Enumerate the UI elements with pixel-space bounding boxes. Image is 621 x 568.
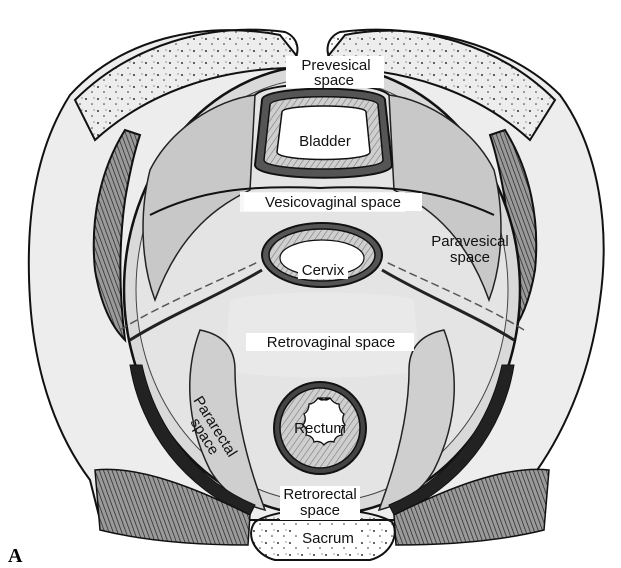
label-bladder: Bladder [299,133,351,150]
label-retrovaginal: Retrovaginal space [267,334,395,351]
label-paravesical-2: space [450,249,490,266]
label-rectum: Rectum [294,420,346,437]
label-retrorectal-1: Retrorectal [283,486,356,503]
label-vesicovaginal: Vesicovaginal space [265,194,401,211]
label-sacrum: Sacrum [302,530,354,547]
label-prevesical-2: space [314,72,354,89]
label-paravesical-1: Paravesical [431,233,509,250]
label-cervix: Cervix [302,262,345,279]
panel-label: A [8,545,23,567]
label-retrorectal-2: space [300,502,340,519]
